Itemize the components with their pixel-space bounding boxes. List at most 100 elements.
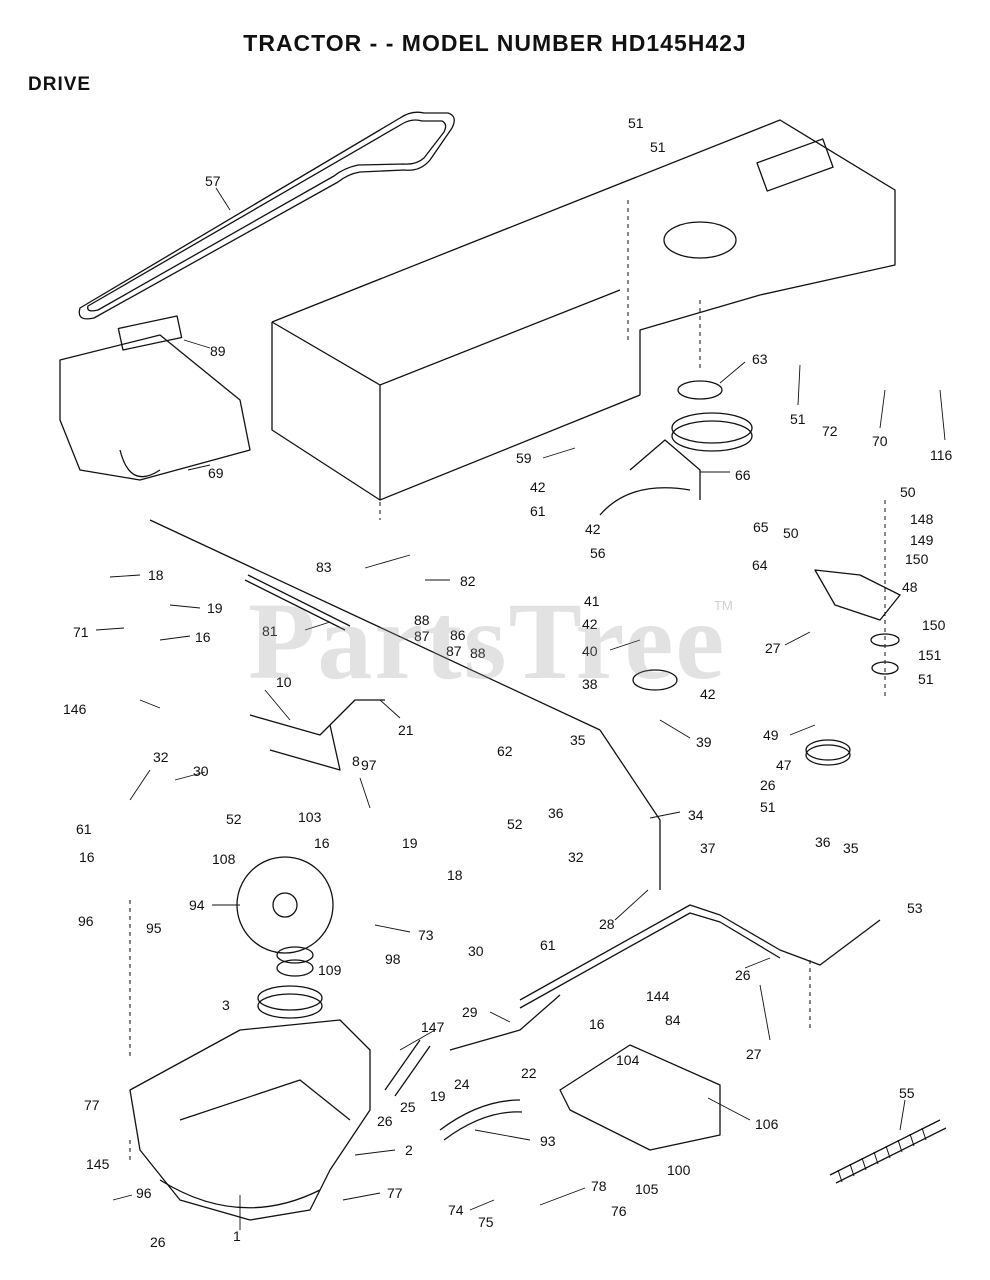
part-number-label: 22 [521, 1065, 537, 1081]
part-number-label: 19 [430, 1088, 446, 1104]
spring-part [829, 1119, 941, 1176]
part-number-label: 61 [530, 503, 546, 519]
watermark-trademark: TM [714, 598, 733, 613]
part-number-label: 30 [468, 943, 484, 959]
part-number-label: 57 [205, 173, 221, 189]
part-number-label: 84 [665, 1012, 681, 1028]
part-number-label: 16 [589, 1016, 605, 1032]
part-number-label: 10 [276, 674, 292, 690]
part-number-label: 150 [922, 617, 946, 633]
part-number-label: 16 [79, 849, 95, 865]
part-number-label: 26 [735, 967, 751, 983]
front-frame-part [59, 334, 251, 481]
part-number-label: 81 [262, 623, 278, 639]
part-number-label: 35 [843, 840, 859, 856]
pulley-3-part [257, 985, 323, 1011]
idler-pulley-part [677, 380, 723, 400]
part-number-label: 76 [611, 1203, 627, 1219]
part-number-label: 70 [872, 433, 888, 449]
part-number-label: 49 [763, 727, 779, 743]
part-number-label: 108 [212, 851, 236, 867]
part-number-label: 18 [447, 867, 463, 883]
part-number-label: 34 [688, 807, 704, 823]
part-number-label: 72 [822, 423, 838, 439]
part-number-label: 35 [570, 732, 586, 748]
part-number-label: 59 [516, 450, 532, 466]
part-number-label: 77 [387, 1185, 403, 1201]
part-number-label: 32 [153, 749, 169, 765]
part-number-label: 61 [540, 937, 556, 953]
part-number-label: 21 [398, 722, 414, 738]
part-number-label: 71 [73, 624, 89, 640]
part-number-label: 39 [696, 734, 712, 750]
page-title: TRACTOR - - MODEL NUMBER HD145H42J [243, 30, 747, 56]
part-number-label: 27 [746, 1046, 762, 1062]
part-number-label: 98 [385, 951, 401, 967]
part-number-label: 28 [599, 916, 615, 932]
part-number-label: 74 [448, 1202, 464, 1218]
bracket-48-part [814, 569, 901, 621]
part-number-label: 24 [454, 1076, 470, 1092]
part-number-label: 16 [195, 629, 211, 645]
part-number-label: 36 [548, 805, 564, 821]
part-number-label: 151 [918, 647, 942, 663]
part-number-label: 145 [86, 1156, 110, 1172]
part-number-label: 55 [899, 1085, 915, 1101]
part-number-label: 32 [568, 849, 584, 865]
part-number-label: 96 [78, 913, 94, 929]
part-number-label: 88 [470, 645, 486, 661]
part-number-label: 83 [316, 559, 332, 575]
part-number-label: 51 [650, 139, 666, 155]
part-number-label: 95 [146, 920, 162, 936]
part-number-label: 8 [352, 753, 360, 769]
part-number-label: 19 [207, 600, 223, 616]
part-number-label: 116 [930, 447, 953, 463]
part-number-label: 16 [314, 835, 330, 851]
tractor-frame-part [271, 119, 896, 323]
part-number-label: 53 [907, 900, 923, 916]
part-number-label: 27 [765, 640, 781, 656]
rod-28-part [519, 904, 881, 1001]
part-number-label: 61 [76, 821, 92, 837]
part-number-label: 86 [450, 627, 466, 643]
part-number-label: 103 [298, 809, 322, 825]
part-number-label: 52 [226, 811, 242, 827]
part-number-label: 87 [446, 643, 462, 659]
part-number-label: 3 [222, 997, 230, 1013]
part-number-label: 52 [507, 816, 523, 832]
pulley-109-part [276, 946, 314, 964]
part-number-label: 104 [616, 1052, 640, 1068]
part-number-label: 88 [414, 612, 430, 628]
part-number-label: 47 [776, 757, 792, 773]
part-number-label: 150 [905, 551, 929, 567]
part-number-label: 93 [540, 1133, 556, 1149]
part-number-label: 42 [582, 616, 598, 632]
part-number-label: 50 [783, 525, 799, 541]
part-number-label: 77 [84, 1097, 100, 1113]
part-number-label: 146 [63, 701, 87, 717]
part-number-label: 149 [910, 532, 934, 548]
part-number-label: 87 [414, 628, 430, 644]
part-number-label: 69 [208, 465, 224, 481]
part-number-label: 106 [755, 1116, 779, 1132]
cooling-fan-part [236, 856, 334, 954]
part-number-label: 148 [910, 511, 934, 527]
part-number-label: 73 [418, 927, 434, 943]
part-number-label: 19 [402, 835, 418, 851]
part-number-label: 89 [210, 343, 226, 359]
drive-belt-part [78, 111, 455, 320]
part-number-label: 18 [148, 567, 164, 583]
part-number-label: 40 [582, 643, 598, 659]
part-number-label: 42 [700, 686, 716, 702]
part-number-label: 64 [752, 557, 768, 573]
part-number-label: 144 [646, 988, 670, 1004]
part-number-label: 26 [150, 1234, 166, 1250]
part-number-label: 97 [361, 757, 377, 773]
part-number-label: 105 [635, 1181, 659, 1197]
part-number-label: 42 [530, 479, 546, 495]
part-number-label: 25 [400, 1099, 416, 1115]
part-number-label: 51 [790, 411, 806, 427]
part-number-label: 48 [902, 579, 918, 595]
part-number-label: 96 [136, 1185, 152, 1201]
